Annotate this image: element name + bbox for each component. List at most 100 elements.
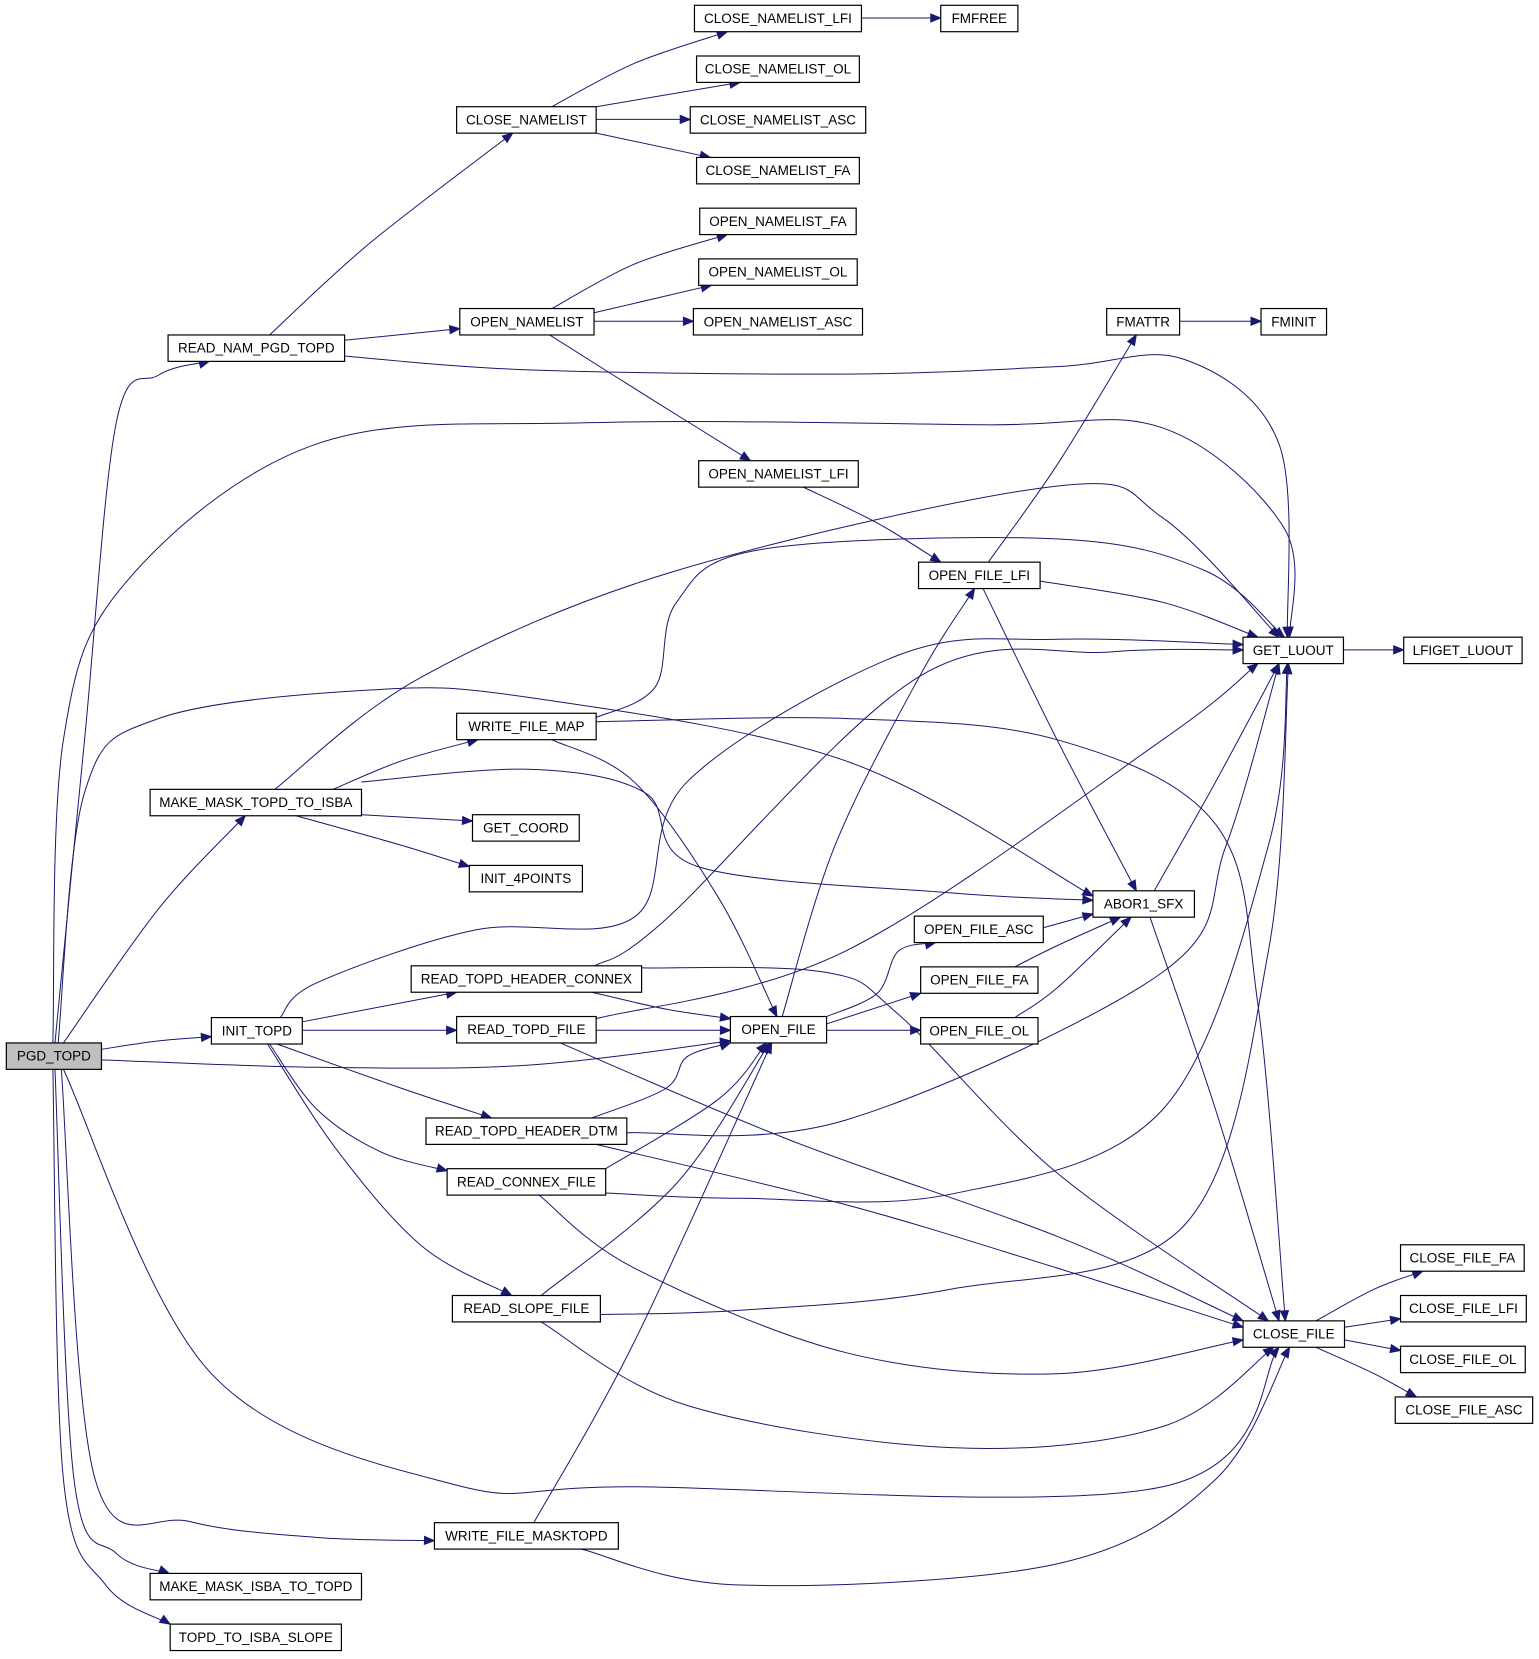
node-label: CLOSE_NAMELIST_FA bbox=[706, 163, 851, 178]
edge-make-mask-topd-to-isba-to-init-4points bbox=[295, 815, 471, 868]
node-box bbox=[1092, 890, 1196, 918]
node-label: PGD_TOPD bbox=[17, 1049, 91, 1064]
node-read-topd-header-dtm[interactable]: READ_TOPD_HEADER_DTM bbox=[425, 1117, 628, 1145]
node-box bbox=[210, 1016, 303, 1045]
node-make-mask-isba-to-topd[interactable]: MAKE_MASK_ISBA_TO_TOPD bbox=[149, 1572, 363, 1601]
node-close-namelist-fa[interactable]: CLOSE_NAMELIST_FA bbox=[695, 156, 860, 185]
edge-line bbox=[302, 991, 457, 1023]
arrowhead bbox=[200, 1032, 213, 1043]
node-open-namelist-fa[interactable]: OPEN_NAMELIST_FA bbox=[699, 207, 857, 236]
node-close-file-fa[interactable]: CLOSE_FILE_FA bbox=[1399, 1244, 1525, 1272]
arrowhead bbox=[739, 451, 752, 462]
arrowhead bbox=[762, 1041, 773, 1055]
node-close-file-asc[interactable]: CLOSE_FILE_ASC bbox=[1394, 1396, 1534, 1424]
edge-line bbox=[54, 1069, 170, 1574]
arrowhead bbox=[1271, 1309, 1281, 1323]
node-open-namelist[interactable]: OPEN_NAMELIST bbox=[459, 307, 595, 336]
node-close-file-ol[interactable]: CLOSE_FILE_OL bbox=[1399, 1345, 1526, 1374]
node-fmattr[interactable]: FMATTR bbox=[1106, 307, 1181, 336]
arrowhead bbox=[1273, 626, 1286, 639]
node-open-file-fa[interactable]: OPEN_FILE_FA bbox=[920, 966, 1039, 994]
arrowhead bbox=[1280, 1346, 1291, 1359]
node-open-file-asc[interactable]: OPEN_FILE_ASC bbox=[913, 915, 1044, 944]
node-close-file[interactable]: CLOSE_FILE bbox=[1242, 1320, 1346, 1348]
edge-line bbox=[781, 588, 975, 1017]
node-fmfree[interactable]: FMFREE bbox=[940, 4, 1019, 33]
edge-line bbox=[549, 334, 751, 462]
node-read-topd-header-connex[interactable]: READ_TOPD_HEADER_CONNEX bbox=[410, 965, 643, 993]
node-read-connex-file[interactable]: READ_CONNEX_FILE bbox=[446, 1168, 607, 1196]
node-label: READ_SLOPE_FILE bbox=[463, 1301, 589, 1316]
edge-line bbox=[605, 663, 1288, 1203]
node-box bbox=[471, 814, 580, 842]
node-open-file[interactable]: OPEN_FILE bbox=[729, 1015, 828, 1044]
node-close-namelist-ol[interactable]: CLOSE_NAMELIST_OL bbox=[695, 55, 860, 84]
node-make-mask-topd-to-isba[interactable]: MAKE_MASK_TOPD_TO_ISBA bbox=[149, 788, 363, 817]
edge-pgd-topd-to-read-nam-pgd-topd bbox=[54, 359, 211, 1043]
node-close-file-lfi[interactable]: CLOSE_FILE_LFI bbox=[1399, 1294, 1527, 1323]
edge-write-file-map-to-get-luout bbox=[595, 537, 1286, 718]
node-box bbox=[698, 258, 858, 286]
node-open-file-lfi[interactable]: OPEN_FILE_LFI bbox=[917, 561, 1041, 590]
edge-line bbox=[987, 334, 1137, 563]
edge-read-topd-file-to-get-luout bbox=[596, 662, 1259, 1020]
node-write-file-masktopd[interactable]: WRITE_FILE_MASKTOPD bbox=[433, 1522, 619, 1550]
node-lfiget-luout[interactable]: LFIGET_LUOUT bbox=[1403, 636, 1523, 665]
arrowhead bbox=[457, 858, 471, 868]
edge-line bbox=[269, 1043, 448, 1172]
node-box bbox=[698, 460, 859, 488]
arrowhead bbox=[1232, 645, 1245, 655]
node-label: OPEN_FILE bbox=[741, 1022, 815, 1037]
node-open-namelist-ol[interactable]: OPEN_NAMELIST_OL bbox=[698, 258, 858, 286]
node-box bbox=[729, 1015, 828, 1044]
edge-init-topd-to-read-topd-header-dtm bbox=[276, 1043, 493, 1120]
node-box bbox=[169, 1623, 343, 1652]
node-get-coord[interactable]: GET_COORD bbox=[471, 814, 580, 842]
edge-make-mask-topd-to-isba-to-abor1-sfx bbox=[361, 768, 1095, 905]
node-open-namelist-lfi[interactable]: OPEN_NAMELIST_LFI bbox=[698, 460, 859, 488]
edge-close-file-to-close-file-asc bbox=[1315, 1346, 1418, 1398]
node-topd-to-isba-slope[interactable]: TOPD_TO_ISBA_SLOPE bbox=[169, 1623, 343, 1652]
edge-line bbox=[596, 132, 711, 158]
edge-read-slope-file-to-get-luout bbox=[600, 662, 1293, 1316]
node-read-nam-pgd-topd[interactable]: READ_NAM_PGD_TOPD bbox=[167, 334, 346, 362]
edge-line bbox=[274, 483, 1280, 790]
node-label: GET_COORD bbox=[483, 820, 569, 835]
node-pgd-topd[interactable]: PGD_TOPD bbox=[5, 1042, 103, 1070]
arrowhead bbox=[1389, 1315, 1402, 1325]
edge-init-topd-to-read-slope-file bbox=[267, 1043, 513, 1297]
node-fminit[interactable]: FMINIT bbox=[1260, 307, 1328, 336]
arrowhead bbox=[1246, 629, 1260, 639]
node-init-4points[interactable]: INIT_4POINTS bbox=[468, 864, 584, 893]
node-get-luout[interactable]: GET_LUOUT bbox=[1242, 636, 1345, 665]
arrowhead bbox=[768, 1005, 778, 1018]
node-init-topd[interactable]: INIT_TOPD bbox=[210, 1016, 303, 1045]
edge-line bbox=[560, 1042, 1244, 1322]
edge-open-file-lfi-to-get-luout bbox=[1040, 580, 1260, 639]
node-label: WRITE_FILE_MASKTOPD bbox=[445, 1528, 608, 1543]
node-open-file-ol[interactable]: OPEN_FILE_OL bbox=[920, 1016, 1039, 1045]
node-label: MAKE_MASK_TOPD_TO_ISBA bbox=[159, 795, 352, 810]
edge-close-namelist-to-close-namelist-asc bbox=[596, 114, 692, 125]
node-label: FMATTR bbox=[1116, 314, 1170, 329]
node-close-namelist[interactable]: CLOSE_NAMELIST bbox=[456, 106, 597, 134]
edge-line bbox=[605, 1042, 767, 1170]
node-close-namelist-lfi[interactable]: CLOSE_NAMELIST_LFI bbox=[693, 4, 863, 33]
edge-open-file-lfi-to-fmattr bbox=[987, 333, 1137, 563]
edge-line bbox=[62, 1069, 1280, 1498]
arrowhead bbox=[500, 1286, 513, 1297]
arrowhead bbox=[719, 1012, 732, 1022]
node-close-namelist-asc[interactable]: CLOSE_NAMELIST_ASC bbox=[689, 106, 867, 134]
edge-close-namelist-lfi-to-fmfree bbox=[861, 13, 943, 23]
node-abor1-sfx[interactable]: ABOR1_SFX bbox=[1092, 890, 1196, 918]
node-write-file-map[interactable]: WRITE_FILE_MAP bbox=[456, 712, 597, 741]
edge-line bbox=[596, 81, 740, 108]
edge-pgd-topd-to-make-mask-isba-to-topd bbox=[54, 1069, 171, 1575]
node-box bbox=[468, 864, 584, 893]
node-open-namelist-asc[interactable]: OPEN_NAMELIST_ASC bbox=[692, 307, 864, 336]
node-read-slope-file[interactable]: READ_SLOPE_FILE bbox=[451, 1294, 601, 1323]
node-box bbox=[456, 106, 597, 134]
node-read-topd-file[interactable]: READ_TOPD_FILE bbox=[456, 1015, 597, 1044]
arrowhead bbox=[1081, 912, 1095, 922]
node-box bbox=[149, 788, 363, 817]
